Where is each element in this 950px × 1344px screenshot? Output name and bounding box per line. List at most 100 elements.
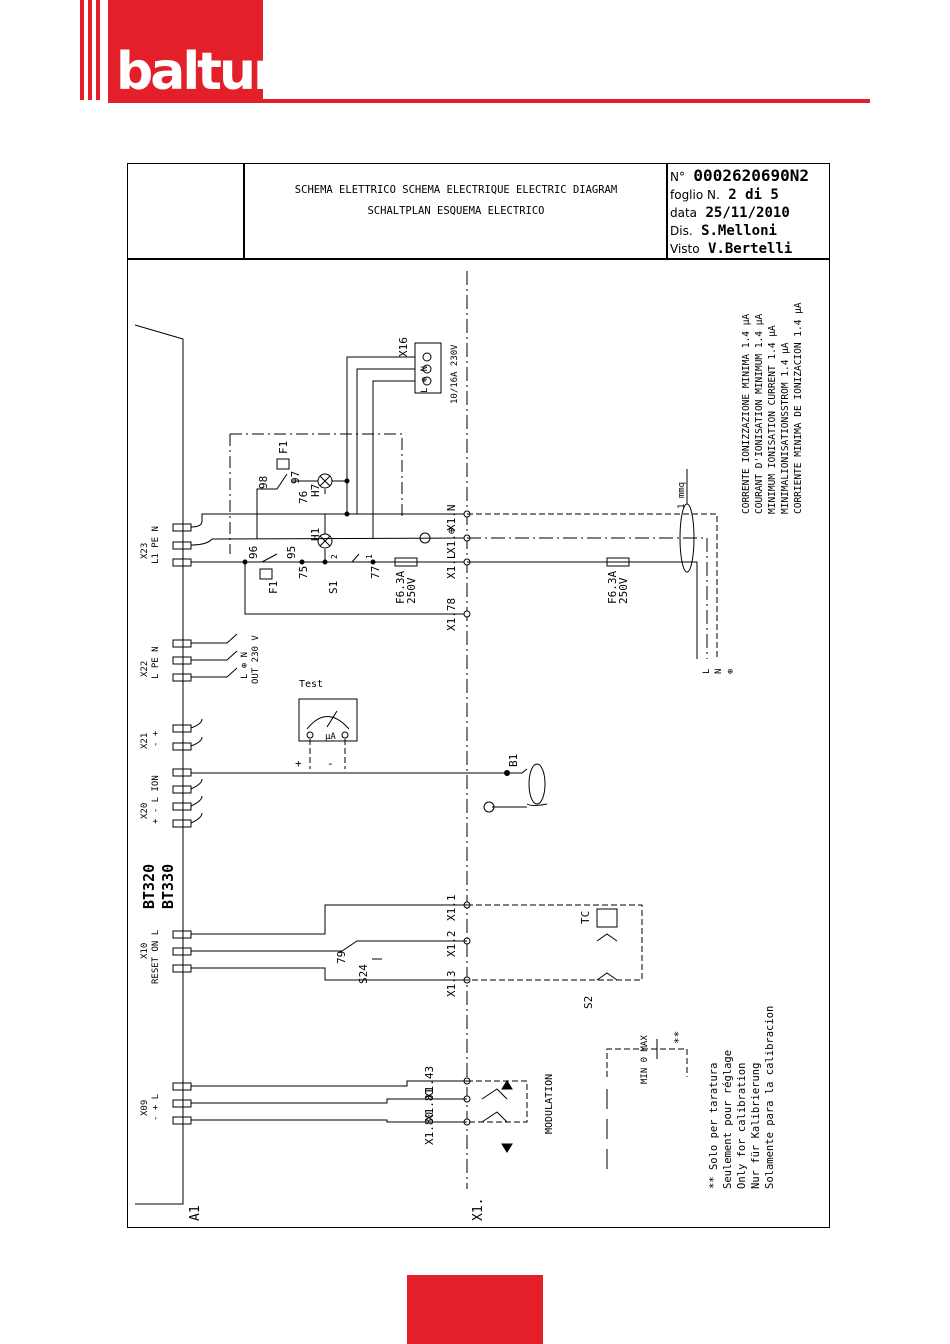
page-tab — [407, 1275, 543, 1344]
output-voltage: OUT 230 V — [251, 635, 261, 684]
number-label: N° — [670, 170, 685, 184]
connector-x23-name: X23 — [140, 543, 150, 559]
cable-section: 1 mmq — [677, 482, 687, 509]
fuse-internal-name: F6.3A — [394, 571, 407, 604]
connector-x22-pins — [172, 639, 192, 682]
switch-s24 — [191, 940, 467, 952]
fuse-external-name: F6.3A — [606, 571, 619, 604]
terminal-x1-2: X1.2 — [445, 931, 458, 958]
output-pins: L ⊕ N — [240, 652, 250, 679]
diagram-title-line-1: SCHEMA ELETTRICO SCHEMA ELECTRIQUE ELECT… — [294, 184, 618, 196]
terminal-x1-80: X1.80 — [423, 1112, 436, 1145]
connector-x10-pins — [172, 930, 192, 973]
socket-x16-rating: 10/16A 230V — [450, 344, 460, 404]
test-meter — [298, 698, 358, 742]
connector-x21-pins: - + — [151, 730, 161, 747]
label-2: 2 — [330, 554, 339, 559]
modulation-label: MODULATION — [544, 1074, 555, 1134]
meter-plus: + — [295, 757, 302, 770]
fuse-internal-voltage: 250V — [405, 577, 418, 604]
label-f1: F1 — [267, 581, 280, 594]
model-bt330: BT330 — [159, 864, 177, 909]
terminal-x1-l: X1.L — [445, 552, 458, 579]
label-75: 75 — [297, 566, 310, 579]
connector-x20-pins — [172, 768, 192, 828]
calibration-note-1: ** Solo per taratura — [708, 1063, 720, 1189]
ionisation-note-3: MINIMUM IONISATION CURRENT 1.4 μA — [767, 325, 778, 514]
mains-n: N — [714, 669, 724, 674]
calibration-note-3: Only for calibration — [736, 1063, 748, 1189]
connector-x09-pins: - + L — [151, 1094, 161, 1121]
title-block-divider-right — [666, 163, 668, 259]
connector-x20-name: X20 — [140, 803, 150, 819]
connector-x22-pins: L PE N — [151, 646, 161, 679]
connector-x23-pins — [172, 523, 192, 567]
test-label: Test — [299, 679, 323, 690]
socket-x16-name: X16 — [397, 337, 410, 357]
label-96: 96 — [247, 546, 260, 559]
label-b1: B1 — [507, 754, 520, 767]
connector-x10-pins: RESET ON L — [151, 930, 161, 984]
terminal-x1-78: X1.78 — [445, 598, 458, 631]
calibration-note-2: Seulement pour réglage — [722, 1050, 734, 1189]
connector-x21-pins — [172, 724, 192, 751]
label-1: 1 — [365, 554, 374, 559]
checked-by-label: Visto — [670, 242, 700, 256]
wire-pe — [190, 537, 468, 546]
label-s1: S1 — [327, 581, 340, 594]
ionisation-probe-b1 — [528, 763, 546, 805]
connector-x09-name: X09 — [140, 1100, 150, 1116]
socket-x16 — [414, 342, 442, 394]
meter-unit: μA — [325, 732, 336, 742]
fuse-external — [606, 557, 630, 567]
ionisation-note-2: COURANT D'IONISATION MINIMUM 1.4 μA — [754, 314, 765, 514]
calibration-note-5: Solamente para la calibracion — [764, 1006, 776, 1189]
label-76: 76 — [297, 491, 310, 504]
label-s24: S24 — [357, 964, 370, 984]
terminal-x1-pe: X1.⊕ — [445, 528, 458, 555]
label-h7: H7 — [309, 484, 322, 497]
drawn-by-label: Dis. — [670, 224, 693, 238]
label-77: 77 — [369, 566, 382, 579]
fuse-internal — [394, 557, 418, 567]
brand-logo: baltur — [116, 42, 279, 102]
diagram-title-line-2: SCHALTPLAN ESQUEMA ELECTRICO — [367, 205, 545, 217]
meter-minus: - — [327, 757, 334, 770]
header-rule — [262, 99, 870, 103]
checked-by: V.Bertelli — [708, 241, 793, 257]
contact-98-97 — [256, 473, 288, 539]
double-star: ** — [672, 1031, 685, 1044]
label-98: 98 — [257, 476, 270, 489]
relay-f1-link — [230, 433, 403, 519]
unit-label-a1: A1 — [188, 1205, 203, 1221]
min-max-label: MIN 0 MAX — [640, 1035, 650, 1084]
wire-78 — [244, 562, 467, 615]
label-79: 79 — [335, 951, 348, 964]
label-f1-coil: F1 — [277, 441, 290, 454]
terminal-x1-81: X1.81 — [423, 1088, 436, 1121]
drawing-date: 25/11/2010 — [705, 205, 790, 221]
connector-x20-pins: + - L ION — [151, 775, 161, 824]
logo-stripes — [80, 0, 104, 100]
control-box-outline — [134, 324, 184, 1205]
sheet-label: foglio N. — [670, 188, 720, 202]
terminal-x1-43: X1.43 — [423, 1066, 436, 1099]
terminal-x1-n: X1.N — [445, 505, 458, 532]
terminal-x1-1: X1.1 — [445, 895, 458, 922]
switch-f1 — [245, 553, 278, 563]
connector-x21-name: X21 — [140, 733, 150, 749]
ionisation-note-1: CORRENTE IONIZZAZIONE MINIMA 1.4 μA — [741, 314, 752, 514]
terminal-x1-3: X1.3 — [445, 971, 458, 998]
connector-x22-name: X22 — [140, 661, 150, 677]
mains-pe: ⊕ — [726, 669, 736, 674]
label-95: 95 — [285, 546, 298, 559]
switch-s2 — [596, 972, 618, 981]
model-bt320: BT320 — [140, 864, 158, 909]
sheet-number: 2 di 5 — [728, 187, 779, 203]
drawing-frame — [127, 163, 830, 1228]
label-97: 97 — [289, 471, 302, 484]
wiring-schematic: A1 X1. BT320 BT330 X23 L1 PE N X22 L PE … — [134, 271, 804, 1221]
title-block-divider — [127, 258, 830, 260]
connector-x10-name: X10 — [140, 943, 150, 959]
thermostat-tc — [596, 908, 618, 928]
